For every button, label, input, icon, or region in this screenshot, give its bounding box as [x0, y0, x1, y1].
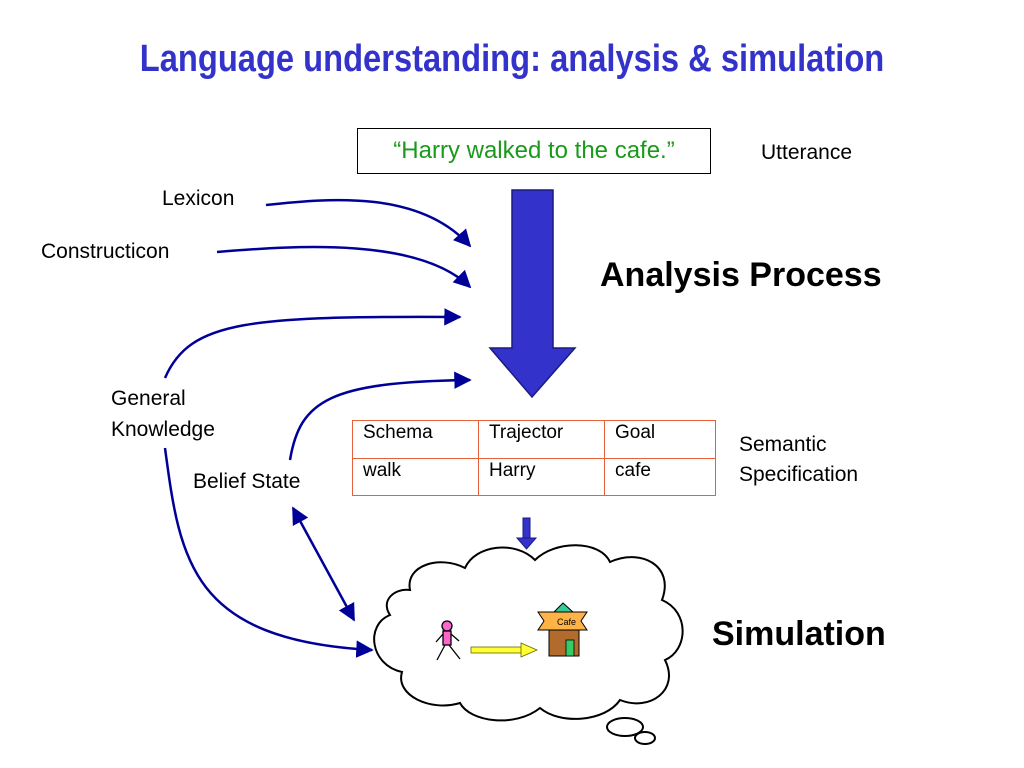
table-row: walk Harry cafe [352, 457, 716, 496]
cloud-bubble-small [634, 731, 656, 745]
table-header-trajector: Trajector [478, 420, 605, 459]
stick-figure-icon [435, 620, 461, 661]
semantic-spec-label-line1: Semantic [739, 433, 827, 456]
lexicon-label: Lexicon [162, 187, 235, 210]
utterance-box: “Harry walked to the cafe.” [357, 128, 711, 174]
table-row: Schema Trajector Goal [352, 420, 716, 459]
utterance-label: Utterance [761, 141, 853, 164]
table-cell-walk: walk [352, 457, 479, 496]
constructicon-connector [216, 245, 472, 289]
simulation-cloud [373, 544, 684, 722]
table-cell-harry: Harry [478, 457, 605, 496]
semantic-spec-label-line2: Specification [739, 463, 859, 486]
general-knowledge-label-line1: General [111, 387, 186, 410]
semantic-specification-table: Schema Trajector Goal walk Harry cafe [352, 420, 716, 496]
cafe-sign-text: Cafe [557, 617, 577, 627]
constructicon-label: Constructicon [41, 240, 170, 263]
utterance-text: “Harry walked to the cafe.” [393, 137, 675, 164]
table-cell-cafe: cafe [604, 457, 716, 496]
belief-state-to-analysis-connector [288, 371, 472, 461]
general-knowledge-to-analysis-connector [163, 308, 462, 379]
general-knowledge-to-simulation-connector [163, 447, 374, 658]
general-knowledge-label-line2: Knowledge [111, 418, 215, 441]
belief-state-label: Belief State [193, 470, 301, 493]
cloud-bubble-large [606, 717, 644, 737]
small-down-arrow [515, 517, 538, 550]
cafe-building-icon [537, 602, 588, 657]
table-header-schema: Schema [352, 420, 479, 459]
analysis-down-arrow [488, 189, 577, 399]
simulation-label: Simulation [712, 615, 886, 653]
table-header-goal: Goal [604, 420, 716, 459]
belief-state-simulation-double-connector [291, 506, 356, 622]
slide-title: Language understanding: analysis & simul… [139, 38, 885, 80]
analysis-process-label: Analysis Process [600, 256, 882, 294]
lexicon-connector [265, 198, 472, 248]
movement-arrow [470, 642, 538, 658]
